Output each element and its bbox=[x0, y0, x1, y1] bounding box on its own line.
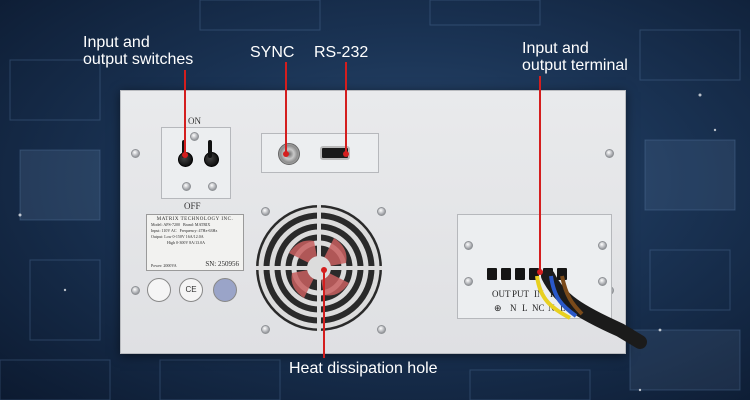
callout-terminal-line2: output terminal bbox=[522, 57, 628, 74]
rear-panel: ON OFF MATRIX TECHNOLOGY INC. Model: APS… bbox=[120, 90, 626, 354]
terminal-sub-nc: NC bbox=[532, 303, 545, 313]
rs232-port[interactable] bbox=[320, 146, 350, 160]
fan-grille bbox=[256, 205, 382, 331]
quality-seal-icon bbox=[147, 278, 171, 302]
comm-plate bbox=[261, 133, 379, 173]
callout-rs232: RS-232 bbox=[314, 44, 369, 61]
corner-screw bbox=[605, 149, 614, 158]
plate-screw bbox=[464, 277, 473, 286]
nameplate-input: Input: 110V AC bbox=[151, 228, 177, 233]
callout-switches: Input and output switches bbox=[83, 34, 193, 68]
leader-dot-sync bbox=[283, 151, 289, 157]
corner-screw bbox=[131, 149, 140, 158]
terminal-plate: OUT PUT IN PUT ⊕ N L NC N L bbox=[457, 214, 612, 319]
plate-screw bbox=[190, 132, 199, 141]
terminal-label-out: OUT bbox=[492, 289, 511, 299]
nameplate-sn: SN: 250956 bbox=[205, 260, 239, 268]
terminal-label-put: PUT bbox=[512, 289, 530, 299]
nameplate-output-high: High 0-300V 8A/13.0A bbox=[167, 240, 206, 245]
sync-connector[interactable] bbox=[278, 143, 300, 165]
off-label: OFF bbox=[184, 201, 201, 211]
nameplate-frequency: Frequency: 47Hz-63Hz bbox=[179, 228, 218, 233]
compliance-sticker bbox=[213, 278, 237, 302]
callout-sync: SYNC bbox=[250, 44, 295, 61]
callout-terminal: Input and output terminal bbox=[522, 40, 628, 74]
plate-screw bbox=[598, 277, 607, 286]
ground-symbol: ⊕ bbox=[494, 303, 502, 313]
ce-mark: CE bbox=[179, 278, 203, 302]
terminal-label-in: IN bbox=[534, 289, 544, 299]
leader-dot-heat bbox=[321, 267, 327, 273]
terminal-sub-l: L bbox=[522, 303, 528, 313]
callout-switches-line1: Input and bbox=[83, 34, 150, 51]
output-switch-lever[interactable] bbox=[208, 140, 212, 158]
leader-line-heat bbox=[323, 270, 325, 358]
on-label: ON bbox=[188, 116, 201, 126]
plate-screw bbox=[464, 241, 473, 250]
leader-line-terminal bbox=[539, 76, 541, 272]
leader-line-rs232 bbox=[345, 62, 347, 154]
leader-dot-terminal bbox=[537, 269, 543, 275]
fan-screw bbox=[261, 207, 270, 216]
callout-switches-line2: output switches bbox=[83, 51, 194, 68]
nameplate-brand: Brand: MATRIX bbox=[183, 222, 211, 227]
corner-screw bbox=[131, 286, 140, 295]
terminal-sub-n: N bbox=[510, 303, 517, 313]
nameplate-title: MATRIX TECHNOLOGY INC. bbox=[156, 217, 234, 222]
leader-line-sync bbox=[285, 62, 287, 154]
leader-dot-rs232 bbox=[343, 151, 349, 157]
plate-screw bbox=[182, 182, 191, 191]
nameplate: MATRIX TECHNOLOGY INC. Model: APS-7200 B… bbox=[146, 214, 244, 271]
nameplate-model: Model: APS-7200 bbox=[151, 222, 181, 227]
plate-screw bbox=[208, 182, 217, 191]
leader-line-switches bbox=[184, 70, 186, 155]
callout-terminal-line1: Input and bbox=[522, 40, 589, 57]
nameplate-power: Power: 2000VA bbox=[151, 263, 177, 268]
ce-text: CE bbox=[185, 285, 197, 294]
nameplate-output-low: Output: Low 0-150V 16A/12.0A bbox=[151, 234, 204, 239]
callout-heat: Heat dissipation hole bbox=[289, 360, 438, 377]
fan-screw bbox=[261, 325, 270, 334]
leader-dot-switches bbox=[182, 152, 188, 158]
terminal-sub-l-2: L bbox=[560, 303, 566, 313]
fan-screw bbox=[377, 325, 386, 334]
plate-screw bbox=[598, 241, 607, 250]
fan-screw bbox=[377, 207, 386, 216]
switch-plate: ON OFF bbox=[161, 116, 231, 211]
